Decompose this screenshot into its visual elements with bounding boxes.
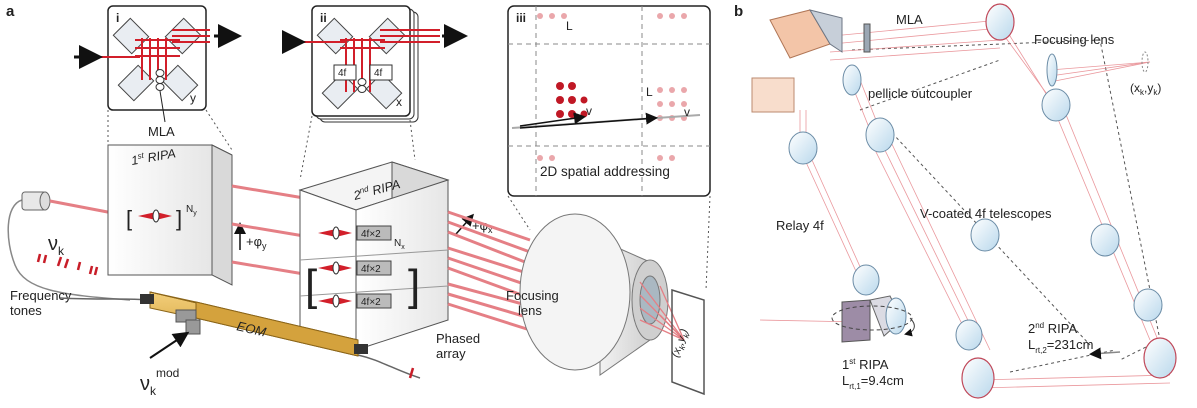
panel-b-ripa1-line1: 1st RIPA [842, 357, 889, 372]
panel-b-optics [751, 3, 1177, 399]
inset-i-label: i [116, 11, 119, 25]
panel-b-ripa2-line2: Lrt,2=231cm [1028, 337, 1093, 355]
inset-iii-L-right: L [646, 85, 653, 99]
svg-text:[: [ [126, 206, 132, 231]
panel-b-pellicle: pellicle outcoupler [868, 86, 973, 101]
panel-b-mla: MLA [896, 12, 923, 27]
inset-iii-label: iii [516, 11, 526, 25]
ripa2-n: Nx [394, 238, 405, 251]
inset-ii-axis: x [396, 95, 402, 109]
focus-label-line1: Focusing [506, 288, 559, 303]
inset-iii-v: v [586, 104, 592, 118]
freq-symbol: νk [48, 233, 65, 258]
ripa2-box: 2nd RIPA [ ] 4f×2 4f×2 4f×2 Nx [298, 161, 450, 351]
freq-label-line2: tones [10, 303, 42, 318]
inset-iii-L-top: L [566, 19, 573, 33]
fiber [7, 199, 131, 301]
focus-rays [639, 281, 685, 341]
eom-label: EOM [235, 318, 267, 339]
inset-ii-label: ii [320, 11, 327, 25]
beams-ripa1-ripa2 [231, 184, 305, 276]
phased-label-line2: array [436, 346, 466, 361]
phased-array-beams [447, 210, 531, 332]
ripa1-n: Ny [186, 204, 197, 217]
zoom-lines [107, 109, 711, 291]
panel-b-relay: Relay 4f [776, 218, 824, 233]
target-label-a: (xk,yk) [670, 327, 693, 360]
inset-i-axis: y [190, 91, 196, 105]
inset-iii: iii L L v v 2D spatial addressing [507, 5, 711, 197]
inset-ii-4f-right: 4f [374, 68, 383, 79]
ripa2-tag-bot: 4f×2 [361, 297, 381, 308]
focus-label-line2: lens [518, 303, 542, 318]
mla-label: MLA [148, 124, 175, 139]
svg-text:]: ] [176, 206, 182, 231]
ripa1-title: 1st RIPA [130, 145, 177, 168]
inset-iii-v2: v [684, 105, 690, 119]
ripa1-box: 1st RIPA [ ] Ny [107, 144, 233, 286]
eom: EOM [59, 291, 421, 379]
phased-label-line1: Phased [436, 331, 480, 346]
target-plane [671, 288, 705, 396]
panel-b-focusing-lens: Focusing lens [1034, 32, 1115, 47]
telescope-outline [851, 39, 1161, 361]
ripa2-tag-top: 4f×2 [361, 229, 381, 240]
panel-b-target: (xk,yk) [1130, 81, 1161, 97]
svg-text:]: ] [408, 261, 420, 310]
ripa2-tag-mid: 4f×2 [361, 264, 381, 275]
panel-b-label: b [734, 3, 743, 20]
inset-i: i y [96, 5, 210, 111]
ripa1-phase: +φy [246, 234, 267, 251]
panel-a-label: a [6, 3, 15, 20]
collimator [21, 191, 51, 211]
panel-b-telescopes: V-coated 4f telescopes [920, 206, 1052, 221]
inset-ii-4f-left: 4f [338, 68, 347, 79]
freq-label-line1: Frequency [10, 288, 72, 303]
mod-symbol: νkmod [140, 366, 179, 398]
inset-iii-caption: 2D spatial addressing [540, 164, 670, 179]
panel-b-ripa1-line2: Lrt,1=9.4cm [842, 373, 904, 391]
inset-ii: ii x 4f 4f [296, 5, 440, 123]
panel-b-ripa2-line1: 2nd RIPA [1028, 321, 1077, 336]
frequency-tones [36, 253, 99, 276]
svg-text:[: [ [305, 261, 317, 310]
